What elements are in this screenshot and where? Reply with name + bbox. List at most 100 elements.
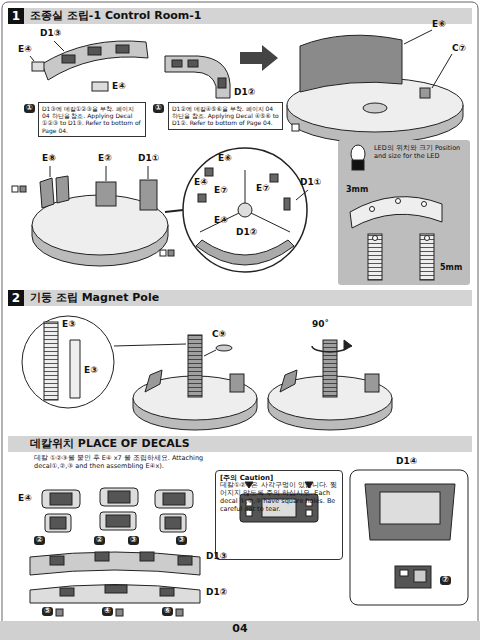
control-panel-parts [30,56,34,61]
callout-number: ① [24,104,35,113]
decal-placement [395,566,431,588]
part-label: D1④ [396,457,417,467]
decal-placement [50,556,64,565]
box-text: D1③에 데칼①②③을 부착. 페이지 04 하단을 참조. Applying … [42,105,142,134]
decal-placement [45,514,71,532]
callout-number: ③ [176,536,187,545]
step-arrow [240,45,278,71]
decal-placement [140,552,154,561]
part-label: E④ [18,494,32,504]
magnet-pole-parts [344,340,352,350]
control-panel-parts [188,60,198,67]
base-assembly [200,213,239,232]
control-panel-parts [165,56,230,98]
callout-number: ⑥ [162,607,173,616]
dimension-label: 5mm [440,264,462,273]
decal-placement [30,470,468,616]
decal-placement [95,552,109,561]
led-panel [338,140,470,285]
decal-placement [365,484,455,540]
control-panel-parts [62,55,75,63]
control-panel-parts [172,60,182,67]
page-number: 04 [232,623,247,635]
decal-placement [105,585,127,593]
part-label: E⑧ [42,154,56,164]
step-number: 2 [8,290,24,306]
control-panel-parts [30,41,230,98]
base-assembly [56,176,69,203]
control-panel-parts [42,41,148,80]
base-assembly [284,198,290,210]
base-assembly [205,168,213,176]
led-panel-caption: LED의 위치와 크기 Position and size for the LE… [372,143,468,163]
decal-placement [30,552,200,575]
magnet-pole-parts [280,370,297,392]
magnet-pole-parts [22,316,114,408]
base-assembly [40,178,54,208]
magnet-pole-parts [70,340,80,398]
base-assembly [238,203,252,217]
decal-note: D1③에 데칼①②③을 부착. 페이지 04 하단을 참조. Applying … [38,102,146,137]
control-panel-parts [116,45,129,53]
decal-placement [380,492,440,524]
magnet-pole-parts [145,370,162,392]
dimension-label: 3mm [346,186,368,195]
base-assembly [12,186,18,192]
part-label: D1② [236,228,257,238]
decal-placement [155,490,193,508]
base-assembly [96,182,116,206]
callout-number: ⑤ [42,607,53,616]
decal-placement [160,514,186,532]
magnet-pole-parts [312,346,348,352]
base-assembly [165,210,183,212]
section-header: 데칼위치 PLACE OF DECALS [8,436,472,452]
decal-placement [400,570,408,576]
led-panel [338,140,470,285]
led-panel [373,236,378,241]
base-with-panel [432,54,452,88]
callout-number: ② [94,536,105,545]
callout-number: ① [153,104,164,113]
part-label: E④ [214,216,228,226]
part-label: D1③ [206,552,227,562]
magnet-pole-parts [114,344,186,346]
decal-placement [178,556,192,565]
magnet-pole-parts [188,335,202,397]
base-with-panel [404,30,432,44]
led-panel [368,234,382,280]
box-body: 데칼①②③은 사각구멍이 있습니다. 찢어지지 않도록 주의 하십시오. Eac… [220,482,338,513]
base-assembly [106,166,107,181]
instruction-note: 데칼 ①②③을 붙인 후 E④ x7 을 조립하세요. Attaching de… [34,455,234,471]
decal-placement [100,488,138,506]
part-label: E⑥ [218,154,232,164]
control-panel-parts [92,82,108,91]
control-panel-parts [32,62,44,71]
base-assembly [148,166,149,179]
led-panel [422,202,427,207]
decal-placement [176,609,183,616]
part-label: D1② [234,88,255,98]
base-with-panel [420,88,430,98]
decal-placement [108,491,130,503]
step-number: 1 [8,8,24,24]
part-label: D1① [300,178,321,188]
magnet-pole-parts [204,350,216,356]
part-label: E④ [194,178,208,188]
part-label: E② [98,154,112,164]
base-assembly [20,186,26,192]
base-assembly [140,180,157,210]
base-assembly [12,148,308,272]
part-label: E⑥ [432,20,446,30]
box-text: 2 [8,290,24,306]
decal-placement [60,588,74,596]
control-panel-parts [88,47,101,55]
decal-note: D1②에 데칼④⑤⑥을 부착. 페이지 04 하단을 참조. Applying … [168,102,283,130]
control-panel-parts [54,41,64,51]
part-label: D1① [138,154,159,164]
decal-placement [50,493,72,505]
box-text: 기둥 조립 Magnet Pole [30,290,472,306]
decal-placement [165,517,181,529]
base-assembly [296,190,308,200]
